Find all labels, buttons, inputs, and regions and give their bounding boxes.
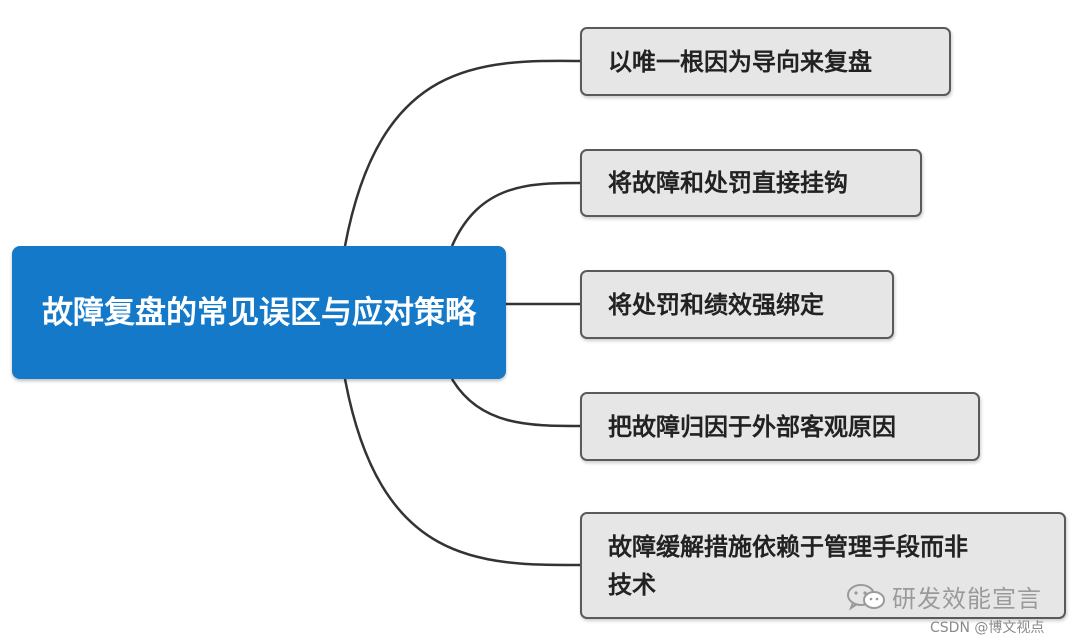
branch-topic-3[interactable]: 将处罚和绩效强绑定 — [580, 270, 894, 339]
connector-5 — [343, 378, 581, 567]
wechat-icon — [847, 583, 885, 611]
branch-topic-label: 把故障归因于外部客观原因 — [608, 412, 896, 441]
branch-topic-label: 将处罚和绩效强绑定 — [608, 290, 824, 319]
watermark: 研发效能宣言 — [846, 579, 1042, 614]
connector-4 — [450, 378, 581, 428]
branch-topic-1[interactable]: 以唯一根因为导向来复盘 — [580, 27, 951, 96]
watermark-text: 研发效能宣言 — [892, 585, 1042, 613]
branch-topic-4[interactable]: 把故障归因于外部客观原因 — [580, 392, 980, 461]
csdn-credit: CSDN @博文视点 — [930, 620, 1045, 636]
connector-2 — [450, 181, 581, 247]
connector-1 — [343, 59, 581, 247]
root-topic[interactable]: 故障复盘的常见误区与应对策略 — [12, 246, 506, 379]
branch-topic-label: 将故障和处罚直接挂钩 — [608, 169, 848, 197]
root-topic-label: 故障复盘的常见误区与应对策略 — [42, 294, 476, 331]
branch-topic-2[interactable]: 将故障和处罚直接挂钩 — [580, 149, 922, 217]
branch-topic-label: 故障缓解措施依赖于管理手段而非 技术 — [608, 532, 968, 599]
branch-topic-label: 以唯一根因为导向来复盘 — [608, 47, 872, 76]
branch-topic-5[interactable]: 故障缓解措施依赖于管理手段而非 技术 — [580, 512, 1066, 619]
